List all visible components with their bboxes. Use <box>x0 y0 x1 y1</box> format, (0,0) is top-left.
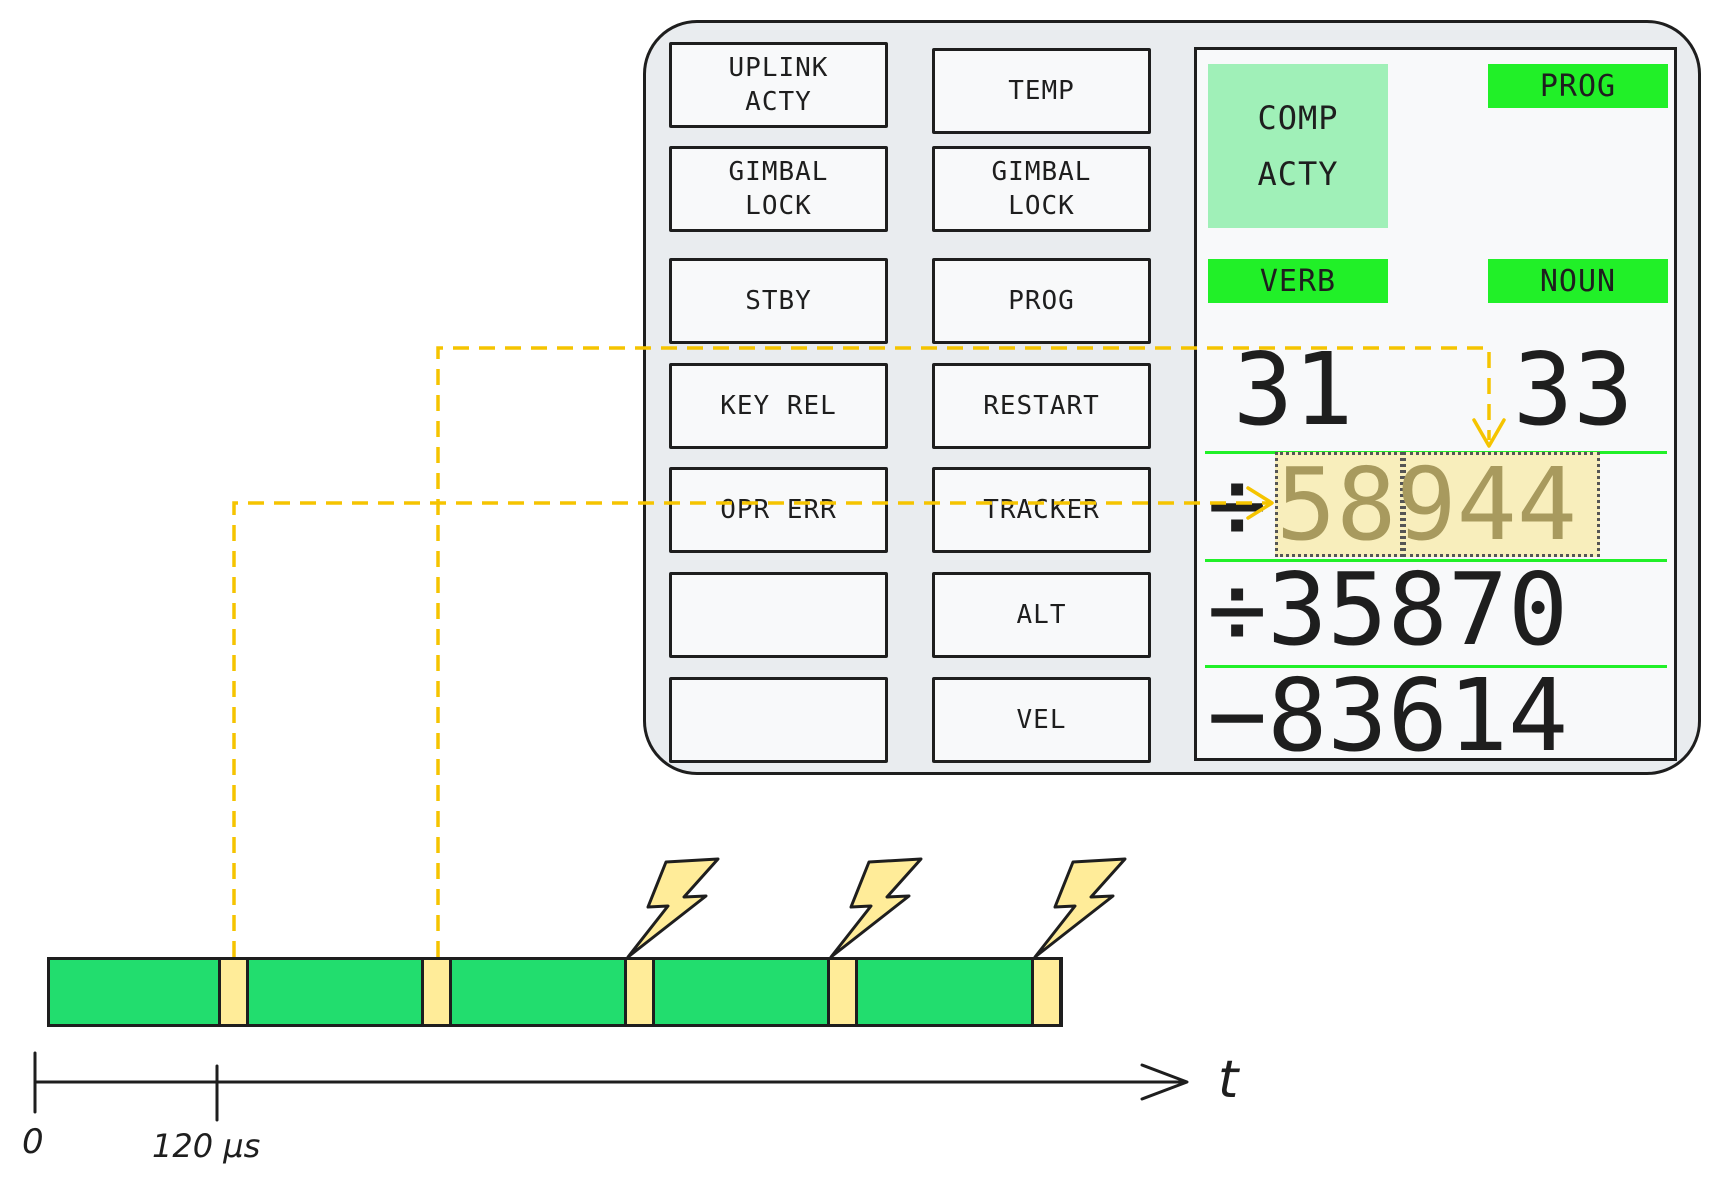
tick-label-0: 0 <box>22 1122 44 1162</box>
noun-label: NOUN <box>1488 259 1668 303</box>
dashed-connectors <box>232 346 1491 957</box>
connector-slot1-to-register <box>232 501 1270 957</box>
verb-label: VERB <box>1208 259 1388 303</box>
prog-label: PROG <box>1488 64 1668 108</box>
arrowhead-down-icon <box>1472 418 1506 448</box>
register-2-value: ÷35870 <box>1207 551 1569 668</box>
uplink-acty-light: UPLINK ACTY <box>669 42 888 128</box>
blank-light-2 <box>669 677 888 763</box>
interrupt-slot <box>624 957 655 1027</box>
restart-light: RESTART <box>932 363 1151 449</box>
comp-acty-indicator: COMP ACTY <box>1208 64 1388 228</box>
register-highlight-digits-3-5 <box>1403 452 1600 557</box>
register-3-value: −83614 <box>1207 657 1569 774</box>
time-axis-arrow-icon <box>1140 1063 1189 1101</box>
temp-light: TEMP <box>932 48 1151 134</box>
verb-value: 31 <box>1233 331 1354 448</box>
arrowhead-right-icon <box>1246 486 1274 520</box>
prog-light: PROG <box>932 258 1151 344</box>
register-highlight-digits-1-2 <box>1275 452 1403 557</box>
display-divider-3 <box>1205 665 1667 668</box>
gimbal-lock-light-right: GIMBAL LOCK <box>932 146 1151 232</box>
gimbal-lock-light-left: GIMBAL LOCK <box>669 146 888 232</box>
tick-label-120us: 120 µs <box>152 1127 261 1165</box>
stby-light: STBY <box>669 258 888 344</box>
register-1-value: 58944 <box>1276 446 1578 563</box>
connector-slot2-to-noun <box>436 346 1491 957</box>
time-axis-label: t <box>1218 1050 1239 1110</box>
interrupt-slot <box>1031 957 1062 1027</box>
tracker-light: TRACKER <box>932 467 1151 553</box>
display-divider-2 <box>1205 559 1667 562</box>
interrupt-slot <box>421 957 452 1027</box>
task-timeline-bar <box>47 957 1063 1027</box>
lightning-bolt-icon <box>1033 857 1127 959</box>
vel-light: VEL <box>932 677 1151 763</box>
interrupt-slot <box>827 957 858 1027</box>
interrupt-slot <box>218 957 249 1027</box>
blank-light-1 <box>669 572 888 658</box>
key-rel-light: KEY REL <box>669 363 888 449</box>
alt-light: ALT <box>932 572 1151 658</box>
lightning-bolt-icon <box>829 857 923 959</box>
noun-value: 33 <box>1513 331 1634 448</box>
lightning-bolt-icon <box>626 857 720 959</box>
opr-err-light: OPR ERR <box>669 467 888 553</box>
